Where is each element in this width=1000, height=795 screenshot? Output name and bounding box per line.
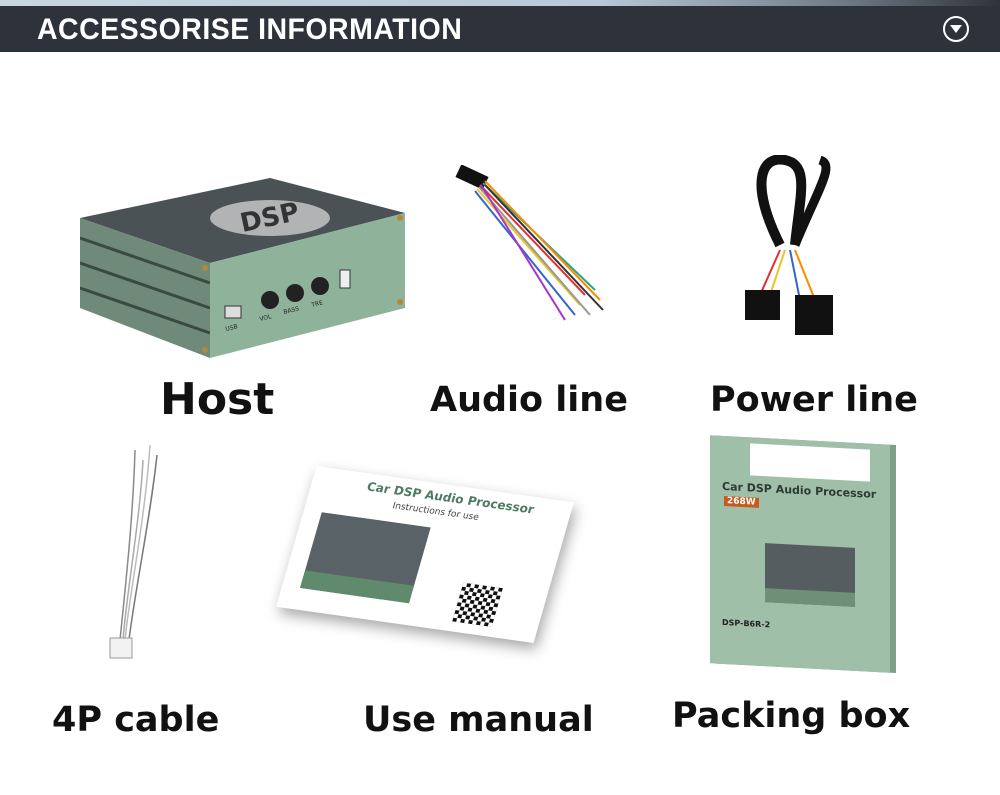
header-top-stripe [0,0,1000,6]
box-power: 268W [724,496,759,508]
usb-port-label: USB [225,323,239,333]
host-label: Host [160,374,275,425]
use-manual-image: Car DSP Audio Processor Instructions for… [275,462,574,643]
section-header: ACCESSORISE INFORMATION [0,6,1000,52]
bass-knob[interactable] [286,284,304,302]
power-line-label: Power line [710,380,918,420]
audio-line-image [455,164,605,329]
packing-box-image: Car DSP Audio Processor 268W DSP-B6R-2 [708,435,903,673]
usb-port [224,305,242,319]
4p-cable-image [105,440,170,669]
manual-device-photo [300,512,431,604]
power-line-image [740,154,845,344]
treble-knob-label: TRE [310,299,324,309]
box-model: DSP-B6R-2 [722,617,771,630]
section-title: ACCESSORISE INFORMATION [37,13,463,46]
4p-cable-label: 4P cable [52,700,220,740]
treble-knob[interactable] [311,277,329,295]
packing-box-label: Packing box [672,696,911,736]
audio-line-label: Audio line [430,380,628,420]
qr-code [452,582,503,627]
host-device-image: DSP USB VOL BASS TRE [79,178,410,362]
vol-knob-label: VOL [259,313,273,323]
use-manual-label: Use manual [363,700,594,740]
bass-knob-label: BASS [283,305,300,316]
chevron-down-circle-icon[interactable] [943,16,969,42]
vol-knob[interactable] [261,291,279,309]
